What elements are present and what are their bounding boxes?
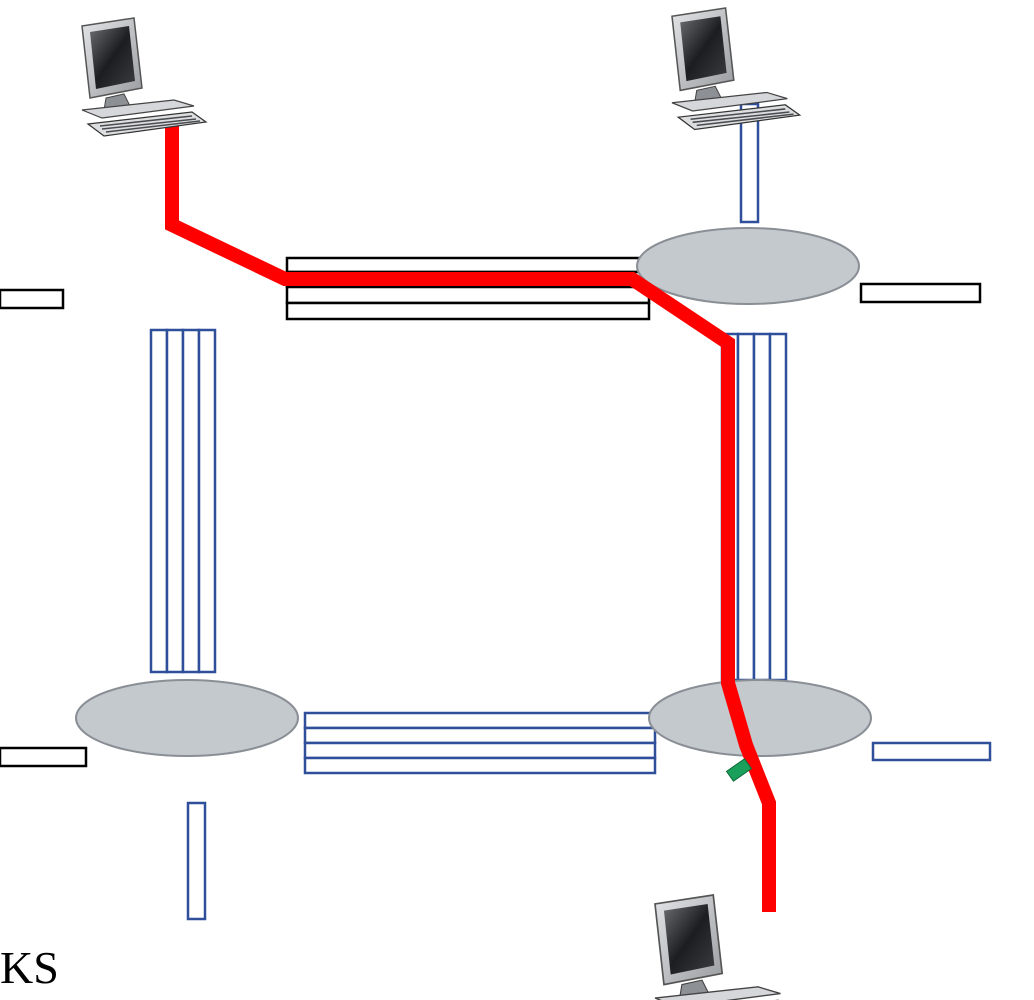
- left-link-circuit-1: [149, 328, 169, 674]
- switch-bottom-left: [75, 679, 299, 757]
- access-link-right-top: [859, 282, 982, 304]
- bottom-link: [303, 711, 657, 775]
- host-top-right: [671, 7, 801, 131]
- left-link-circuit-3: [181, 328, 201, 674]
- bottom-link-circuit-1: [303, 711, 657, 730]
- top-link-circuit-3: [285, 285, 651, 305]
- green-tag-icon: [725, 758, 753, 782]
- top-link: [285, 256, 651, 321]
- right-link-circuit-4: [768, 332, 788, 682]
- left-link-circuit-2: [165, 328, 185, 674]
- bottom-link-circuit-3: [303, 741, 657, 760]
- access-link-left-top: [0, 288, 65, 310]
- left-link-circuit-4: [197, 328, 217, 674]
- computer-icon: [81, 17, 207, 137]
- bottom-link-circuit-2: [303, 726, 657, 745]
- switch-top-right: [636, 227, 860, 305]
- computer-icon: [671, 7, 801, 131]
- highlighted-circuit-path: [165, 115, 776, 912]
- bottom-link-circuit-4: [303, 756, 657, 775]
- access-link-right-bottom: [871, 741, 992, 762]
- access-link-bottom-left-stub: [186, 801, 207, 921]
- right-link-circuit-2: [736, 332, 756, 682]
- left-link: [149, 328, 217, 674]
- corner-text: KS: [0, 942, 59, 993]
- access-link-left-bottom: [0, 746, 88, 768]
- right-link-circuit-3: [752, 332, 772, 682]
- switch-bottom-right: [648, 679, 872, 757]
- top-link-circuit-4: [285, 301, 651, 321]
- host-top-left: [81, 17, 207, 137]
- top-link-circuit-1: [285, 256, 651, 274]
